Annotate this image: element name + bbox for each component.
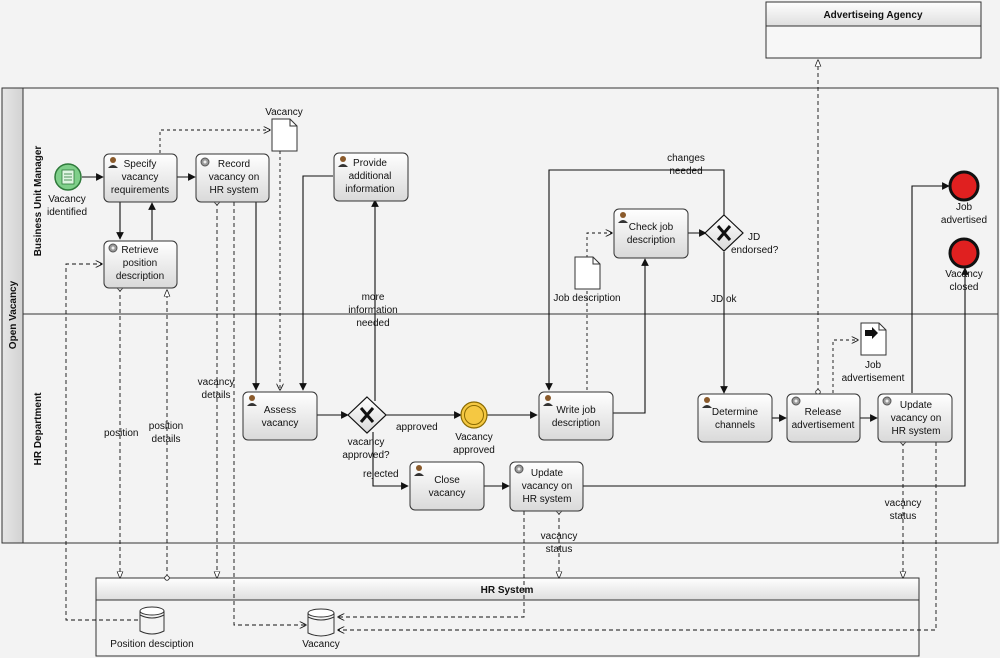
user-icon xyxy=(338,156,348,167)
data-object-job-description[interactable]: Job description xyxy=(553,256,621,304)
svg-text:Vacancy: Vacancy xyxy=(265,107,303,118)
svg-text:Position desciption: Position desciption xyxy=(110,639,193,650)
lane-hr-department: HR Department xyxy=(33,392,44,465)
user-icon xyxy=(108,157,118,168)
agency-pool: Advertiseing Agency xyxy=(765,1,982,59)
data-store-position-description[interactable]: Position desciption xyxy=(110,606,194,650)
data-store-vacancy[interactable]: Vacancy xyxy=(302,608,340,650)
user-icon xyxy=(247,395,257,406)
svg-text:position: position xyxy=(104,428,138,439)
gear-icon xyxy=(108,243,118,253)
gear-icon xyxy=(200,157,210,167)
svg-text:JD ok: JD ok xyxy=(711,294,738,305)
svg-text:Job description: Job description xyxy=(553,293,620,304)
sequence-flows xyxy=(82,169,969,490)
open-vacancy-label: Open Vacancy xyxy=(8,280,19,349)
lane-business-unit-manager: Business Unit Manager xyxy=(33,146,44,257)
svg-text:approved: approved xyxy=(396,422,438,433)
data-object-vacancy[interactable]: Vacancy xyxy=(265,107,303,152)
send-arrow-icon xyxy=(865,327,878,339)
gear-icon xyxy=(882,396,892,406)
hr-system-pool-title: HR System xyxy=(481,585,534,596)
user-icon xyxy=(543,395,553,406)
gear-icon xyxy=(514,464,524,474)
user-icon xyxy=(414,465,424,476)
gear-icon xyxy=(791,396,801,406)
agency-pool-title: Advertiseing Agency xyxy=(823,10,923,21)
user-icon xyxy=(702,397,712,408)
svg-text:Vacancy: Vacancy xyxy=(302,639,340,650)
associations xyxy=(65,60,937,630)
user-icon xyxy=(618,212,628,223)
svg-text:rejected: rejected xyxy=(363,469,399,480)
